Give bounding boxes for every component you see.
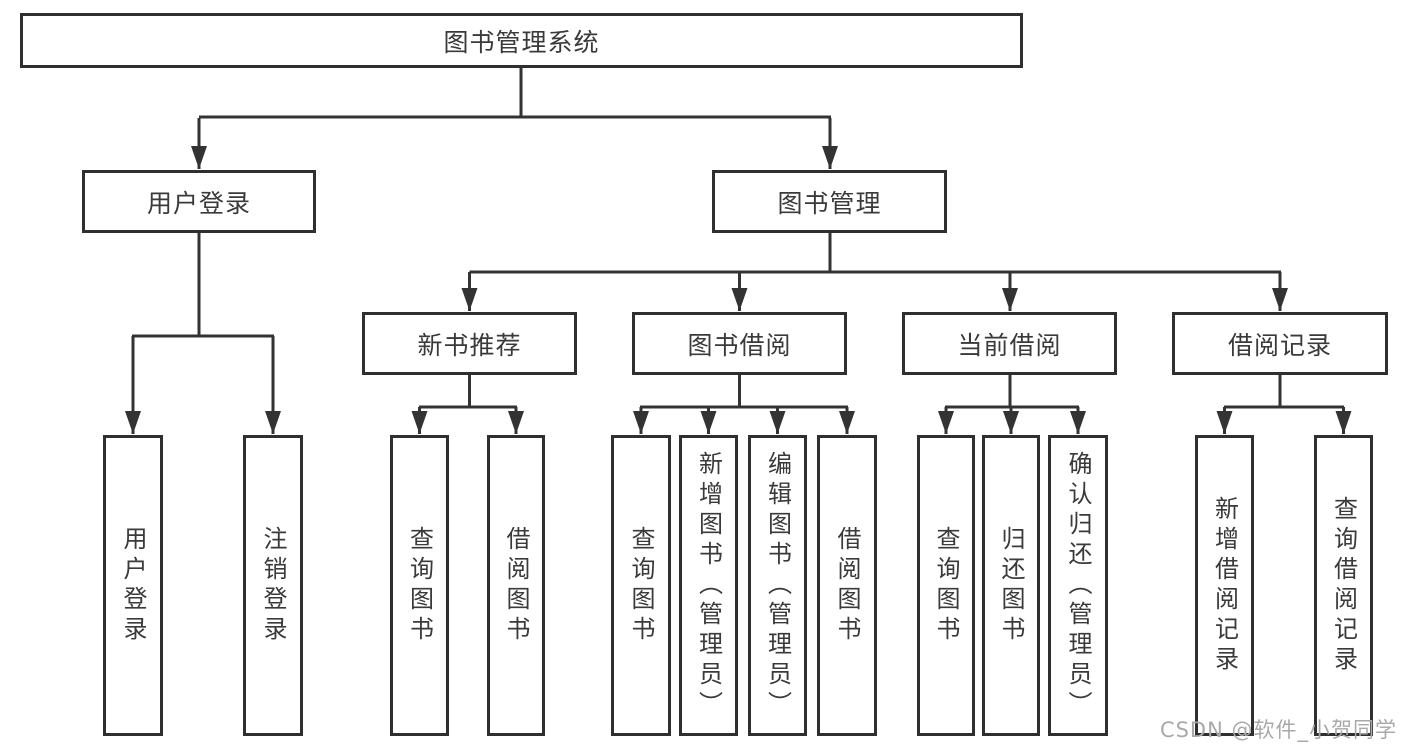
leaf-borrow-edit-books: 编辑图书（管理员）	[748, 435, 807, 736]
node-book-management: 图书管理	[712, 170, 947, 233]
leaf-records-query-record: 查询借阅记录	[1314, 435, 1373, 736]
node-borrowing-records-label: 借阅记录	[1227, 330, 1332, 360]
leaf-borrow-query-books-label: 查询图书	[627, 525, 655, 646]
leaf-current-query-books-label: 查询图书	[932, 525, 960, 646]
node-current-borrowing-label: 当前借阅	[957, 330, 1062, 360]
leaf-logout: 注销登录	[243, 435, 303, 736]
leaf-rec-borrow-books-label: 借阅图书	[502, 525, 530, 646]
leaf-records-query-record-label: 查询借阅记录	[1329, 495, 1358, 676]
node-book-borrowing: 图书借阅	[632, 312, 847, 375]
node-book-borrowing-label: 图书借阅	[687, 330, 792, 360]
leaf-rec-query-books: 查询图书	[390, 435, 449, 736]
leaf-borrow-borrow-books: 借阅图书	[817, 435, 877, 736]
leaf-borrow-add-books-label: 新增图书（管理员）	[694, 450, 723, 721]
leaf-rec-borrow-books: 借阅图书	[487, 435, 545, 736]
watermark: CSDN @软件_小贺同学	[1159, 718, 1397, 742]
node-root: 图书管理系统	[20, 13, 1023, 68]
leaf-current-query-books: 查询图书	[917, 435, 975, 736]
node-new-book-recommend-label: 新书推荐	[417, 330, 522, 360]
leaf-borrow-query-books: 查询图书	[611, 435, 671, 736]
leaf-login-label: 用户登录	[119, 525, 147, 646]
node-new-book-recommend: 新书推荐	[362, 312, 577, 375]
leaf-borrow-edit-books-label: 编辑图书（管理员）	[763, 450, 792, 721]
leaf-records-add-record-label: 新增借阅记录	[1210, 495, 1239, 676]
node-current-borrowing: 当前借阅	[902, 312, 1117, 375]
node-borrowing-records: 借阅记录	[1172, 312, 1388, 375]
node-book-management-label: 图书管理	[777, 188, 882, 218]
leaf-records-add-record: 新增借阅记录	[1195, 435, 1254, 736]
leaf-current-return-books-label: 归还图书	[997, 525, 1025, 646]
leaf-borrow-add-books: 新增图书（管理员）	[679, 435, 738, 736]
node-user-login-label: 用户登录	[146, 188, 251, 218]
leaf-current-confirm-return: 确认归还（管理员）	[1048, 435, 1108, 736]
node-user-login: 用户登录	[82, 170, 316, 233]
leaf-rec-query-books-label: 查询图书	[405, 525, 434, 646]
leaf-current-return-books: 归还图书	[982, 435, 1040, 736]
leaf-logout-label: 注销登录	[259, 525, 287, 646]
leaf-borrow-borrow-books-label: 借阅图书	[833, 525, 861, 646]
node-root-label: 图书管理系统	[443, 27, 600, 57]
leaf-current-confirm-return-label: 确认归还（管理员）	[1064, 450, 1092, 721]
leaf-login: 用户登录	[103, 435, 163, 736]
